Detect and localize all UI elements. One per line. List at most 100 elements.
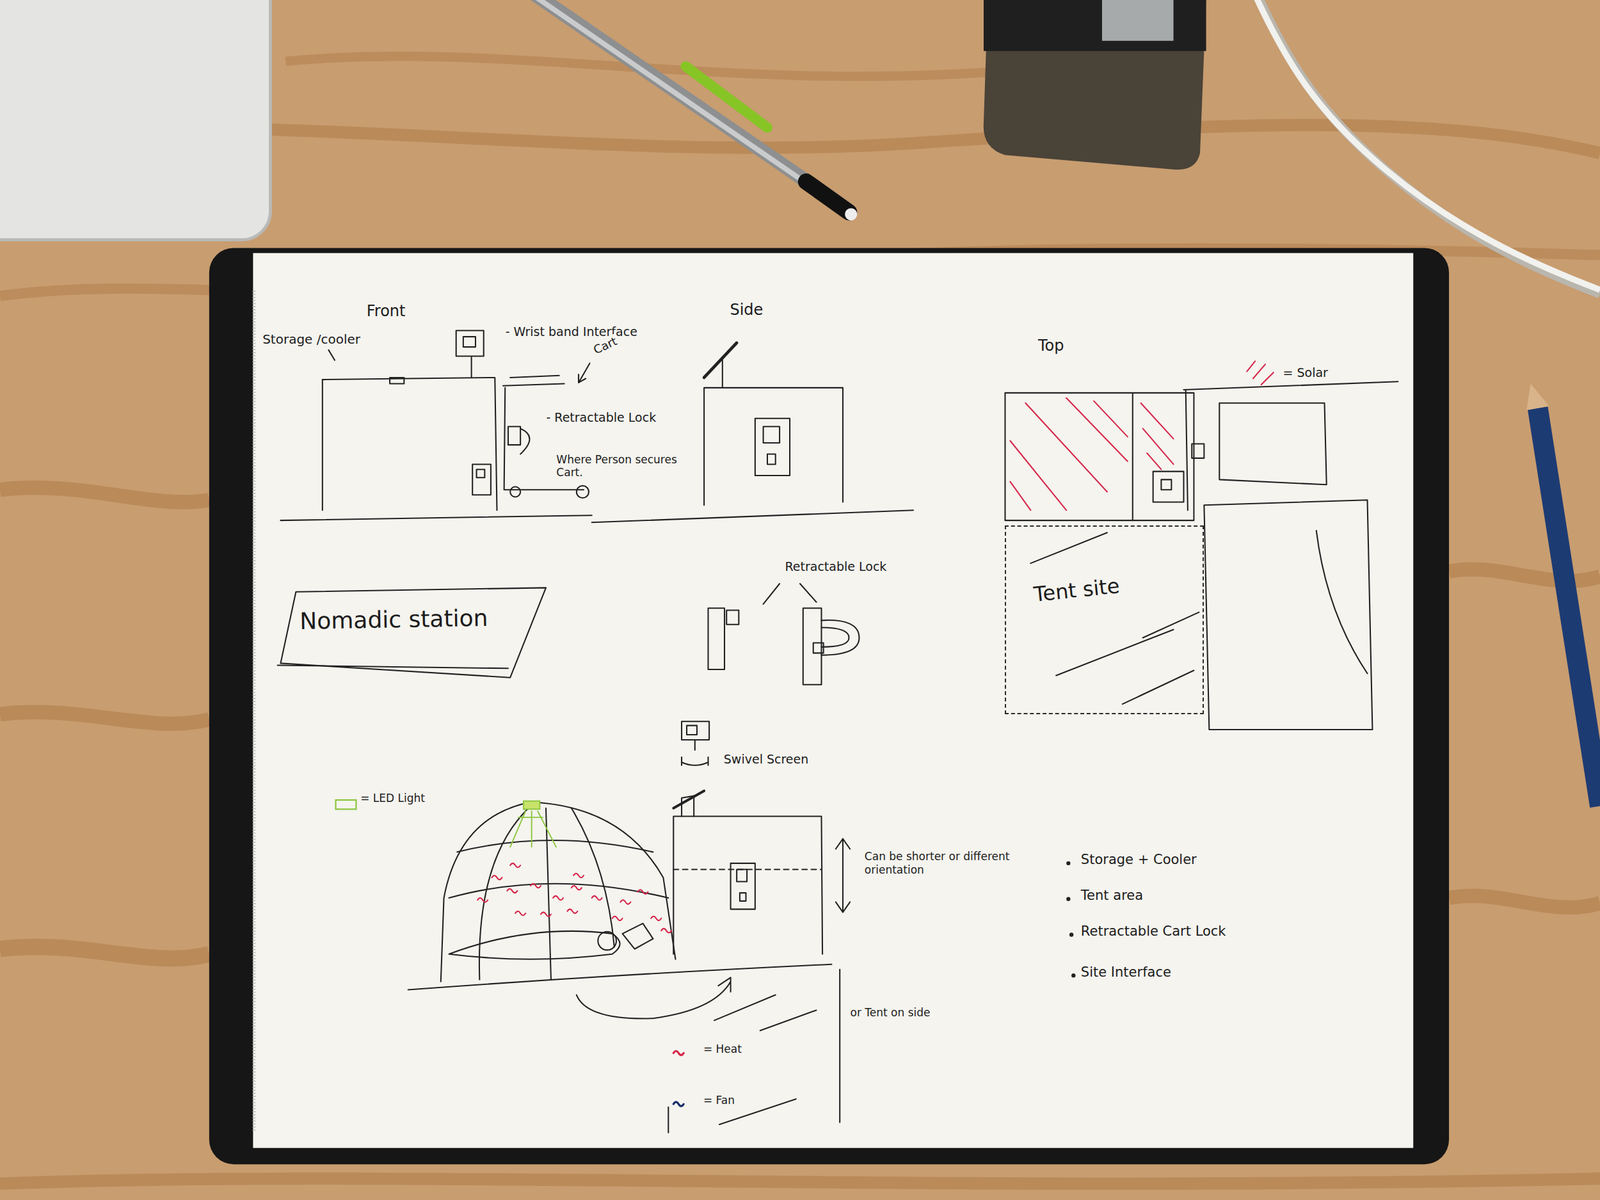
led-rays xyxy=(510,811,557,848)
heat-mark xyxy=(510,863,521,868)
leader-arrow xyxy=(578,363,591,383)
bullet xyxy=(1071,973,1076,978)
side-tent-lines xyxy=(668,969,840,1133)
annotation: Retractable Lock xyxy=(783,559,888,575)
station-box xyxy=(704,387,843,505)
site-screen xyxy=(730,863,756,910)
tent-site-region: Tent site xyxy=(1004,525,1204,715)
solar-hatch xyxy=(1141,403,1174,470)
tent-dome xyxy=(440,801,676,982)
screen-post xyxy=(471,357,473,378)
heat-mark xyxy=(592,896,603,900)
solar-panel xyxy=(704,343,737,378)
lock-body xyxy=(508,426,521,445)
annotation: Storage /cooler xyxy=(261,331,362,347)
divider xyxy=(1132,392,1134,521)
annotation: Storage + Cooler xyxy=(1079,851,1199,868)
pen-eraser xyxy=(844,208,857,221)
laptop xyxy=(0,0,271,240)
swivel-screen xyxy=(681,721,710,740)
heat-mark xyxy=(552,896,564,900)
clipboard xyxy=(209,247,1449,1165)
cart-outline xyxy=(1183,381,1398,390)
lock-extended xyxy=(803,608,822,685)
sharpener-blade xyxy=(1102,0,1174,41)
heat-mark xyxy=(491,875,502,880)
solar-panel xyxy=(673,791,704,809)
lock-shackle xyxy=(520,428,530,455)
title-underline xyxy=(277,665,509,669)
annotation: Front xyxy=(365,302,408,321)
heat-mark xyxy=(637,889,648,894)
site-area xyxy=(1203,499,1373,730)
annotation: Tent area xyxy=(1079,887,1145,904)
lock-shackle xyxy=(821,620,859,656)
site-screen xyxy=(755,418,790,476)
led-light xyxy=(523,801,541,810)
solar-legend-mark xyxy=(1246,360,1273,385)
cart-wheel xyxy=(510,487,521,498)
ground-line xyxy=(280,515,592,521)
pencil xyxy=(1537,408,1600,807)
wood-grain xyxy=(0,1178,1600,1184)
annotation: Swivel Screen xyxy=(722,752,810,767)
heat-mark xyxy=(477,897,488,902)
heat-mark xyxy=(571,885,582,890)
paper xyxy=(252,252,1414,1148)
pencil-tip xyxy=(1526,383,1549,410)
fan-legend-mark xyxy=(673,1102,684,1106)
legend-text: = Heat xyxy=(702,1042,744,1056)
cable xyxy=(1255,0,1600,290)
wood-grain xyxy=(0,487,210,503)
ground-line xyxy=(408,964,832,991)
lid-handle xyxy=(389,377,404,384)
annotation: - Wrist band Interface xyxy=(504,324,639,340)
wood-grain xyxy=(1448,896,1600,908)
pillow xyxy=(622,923,654,950)
heat-mark xyxy=(515,911,526,916)
storage-box xyxy=(322,377,498,511)
pen-clip xyxy=(685,66,768,128)
bullet xyxy=(1066,896,1071,901)
heat-mark xyxy=(540,912,552,916)
lock-retracted xyxy=(708,608,726,670)
annotation: Where Person secures Cart. xyxy=(554,453,699,480)
height-arrow xyxy=(835,839,850,913)
tent-strokes xyxy=(1030,532,1199,704)
title-text: Nomadic station xyxy=(298,603,490,635)
annotation: Side xyxy=(728,300,765,320)
heat-mark xyxy=(530,883,541,888)
annotation: Retractable Cart Lock xyxy=(1079,923,1228,940)
bullet xyxy=(1069,932,1074,937)
heat-mark xyxy=(573,873,584,878)
heat-mark xyxy=(661,928,672,933)
bullet xyxy=(1066,861,1071,866)
annotation: or Tent on side xyxy=(849,1006,932,1019)
screen-inner xyxy=(736,869,747,882)
cart-outline xyxy=(1185,389,1188,511)
wristband-screen xyxy=(456,330,484,357)
screen-button xyxy=(739,892,747,902)
ground-line xyxy=(592,510,914,523)
screen-inner xyxy=(763,426,781,443)
heat-marks xyxy=(477,863,672,933)
site-curve xyxy=(1316,530,1368,674)
legend-text: = LED Light xyxy=(359,791,427,805)
station-top xyxy=(1004,392,1194,521)
lock-unit xyxy=(1191,444,1204,459)
lock-button xyxy=(813,642,824,653)
heat-mark xyxy=(650,916,662,921)
wood-grain xyxy=(0,712,210,724)
region-label: Tent site xyxy=(1031,573,1124,607)
screen-inner xyxy=(686,725,697,735)
annotation: Can be shorter or different orientation xyxy=(863,849,1014,877)
sharpener-top xyxy=(983,0,1207,52)
led-legend-mark xyxy=(336,800,357,809)
legend-text: = Fan xyxy=(702,1093,736,1107)
leader-line xyxy=(763,583,817,605)
interface-inner xyxy=(1160,479,1172,490)
cart-wheel xyxy=(576,485,589,498)
